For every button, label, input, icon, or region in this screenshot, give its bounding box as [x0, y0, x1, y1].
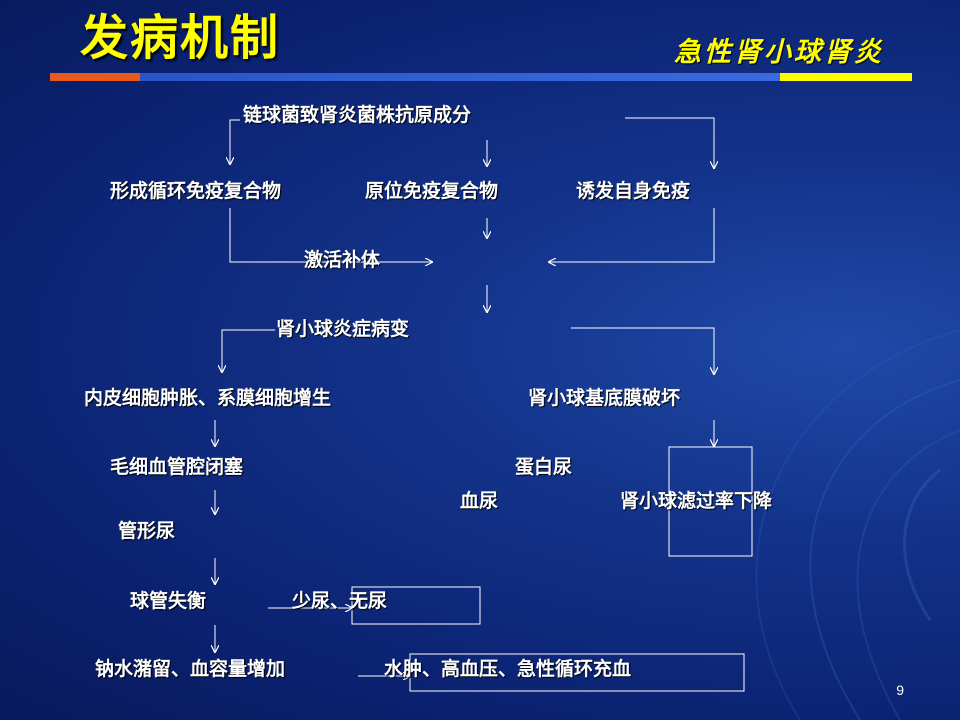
node-clinical-symptoms: 水肿、高血压、急性循环充血 [384, 658, 632, 680]
box-oliguria [351, 586, 481, 625]
node-in-situ-immune-complex: 原位免疫复合物 [365, 180, 499, 202]
arrow-antigen-to-autoimmune [625, 117, 714, 168]
arrow-autoimmune-to-complement [549, 208, 715, 262]
node-autoimmunity: 诱发自身免疫 [576, 180, 691, 202]
node-gfr-decrease: 肾小球滤过率下降 [620, 490, 773, 512]
node-cell-swelling: 内皮细胞肿胀、系膜细胞增生 [84, 387, 332, 409]
node-cast-urine: 管形尿 [118, 520, 176, 542]
node-proteinuria: 蛋白尿 [515, 456, 573, 478]
node-antigen: 链球菌致肾炎菌株抗原成分 [243, 104, 472, 126]
node-glomerular-inflammation: 肾小球炎症病变 [276, 318, 410, 340]
arrow-circulating-to-complement [229, 208, 432, 262]
slide-subtitle: 急性肾小球肾炎 [674, 37, 884, 68]
node-hematuria: 血尿 [460, 490, 499, 512]
slide-title: 发病机制 [80, 10, 281, 66]
node-glomerulotubular-imbalance: 球管失衡 [130, 590, 207, 612]
node-oliguria-anuria: 少尿、无尿 [292, 590, 388, 612]
arrow-antigen-to-circulating [230, 119, 240, 164]
header-bar-blue [140, 73, 780, 81]
node-sodium-water-retention: 钠水潴留、血容量增加 [95, 658, 286, 680]
node-circulating-immune-complex: 形成循环免疫复合物 [110, 180, 282, 202]
node-gbm-damage: 肾小球基底膜破坏 [528, 387, 681, 409]
box-symptoms [409, 653, 745, 692]
arrow-inflammation-to-gbm [571, 327, 714, 374]
header-bar-orange [50, 73, 140, 81]
page-number: 9 [896, 682, 904, 698]
node-complement-activation: 激活补体 [304, 249, 381, 271]
node-capillary-occlusion: 毛细血管腔闭塞 [110, 456, 244, 478]
arrow-inflammation-to-swelling [222, 329, 275, 372]
box-gfr-decrease [668, 446, 753, 557]
header-bar-yellow [780, 73, 912, 81]
